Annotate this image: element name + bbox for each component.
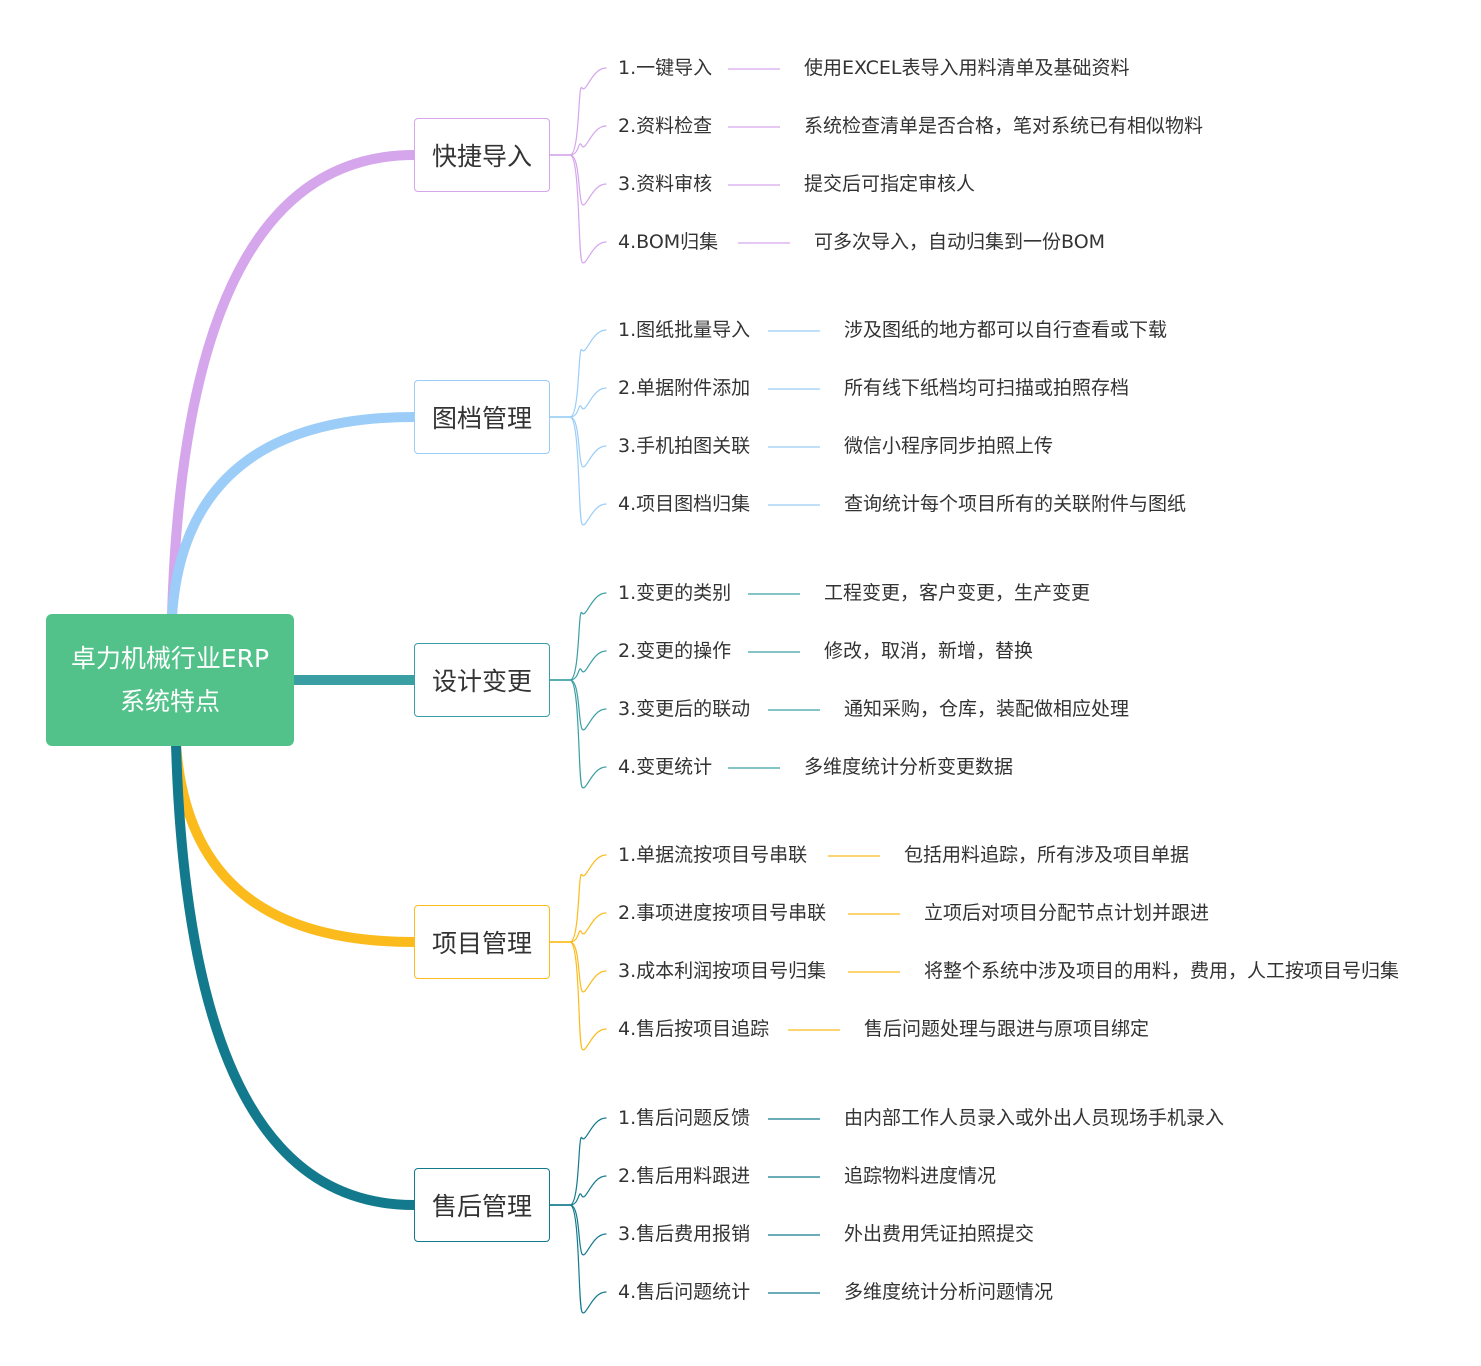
leaf-label: 1.图纸批量导入 <box>618 319 751 341</box>
connector-branch-to-leaf <box>549 912 607 943</box>
connector-branch-to-leaf <box>549 1204 607 1314</box>
leaf-detail: 工程变更，客户变更，生产变更 <box>824 582 1091 604</box>
connector-branch-to-leaf <box>549 329 607 418</box>
leaf-label: 2.售后用料跟进 <box>618 1165 751 1187</box>
leaf-label: 2.单据附件添加 <box>618 377 751 399</box>
connector-branch-to-leaf <box>549 1204 607 1256</box>
leaf-label: 2.变更的操作 <box>618 640 732 662</box>
leaf-label: 1.变更的类别 <box>618 582 732 604</box>
leaf-label: 2.事项进度按项目号串联 <box>618 902 827 924</box>
leaf-detail: 使用EXCEL表导入用料清单及基础资料 <box>804 57 1130 79</box>
connector-root-to-branch <box>167 150 419 621</box>
connector-branch-to-leaf <box>549 941 607 1051</box>
connector-branch-to-leaf <box>549 854 607 943</box>
connector-root-to-branch <box>171 739 419 947</box>
leaf-detail: 提交后可指定审核人 <box>804 173 976 195</box>
leaf-detail: 修改，取消，新增，替换 <box>824 640 1034 662</box>
leaf-label: 1.单据流按项目号串联 <box>618 844 808 866</box>
connector-branch-to-leaf <box>549 679 607 731</box>
leaf-detail: 系统检查清单是否合格，笔对系统已有相似物料 <box>804 115 1204 137</box>
root-node: 卓力机械行业ERP 系统特点 <box>46 614 294 746</box>
root-title-line2: 系统特点 <box>119 687 220 716</box>
connector-branch-to-leaf <box>549 125 607 156</box>
leaf-detail: 追踪物料进度情况 <box>844 1165 997 1187</box>
leaf-label: 3.变更后的联动 <box>618 698 751 720</box>
branch-node: 售后管理 <box>414 1168 550 1242</box>
leaf-detail: 外出费用凭证拍照提交 <box>844 1223 1035 1245</box>
branch-title: 图档管理 <box>431 404 532 433</box>
root-title-line1: 卓力机械行业ERP <box>70 644 270 673</box>
leaf-label: 4.售后按项目追踪 <box>618 1018 770 1040</box>
branch-title: 项目管理 <box>431 929 532 958</box>
connector-branch-to-leaf <box>549 154 607 264</box>
branch-node: 快捷导入 <box>414 118 550 192</box>
connector-branch-to-leaf <box>549 650 607 681</box>
connector-branch-to-leaf <box>549 416 607 468</box>
branch-title: 设计变更 <box>431 667 532 696</box>
leaf-detail: 涉及图纸的地方都可以自行查看或下载 <box>844 319 1168 341</box>
leaf-label: 1.一键导入 <box>618 57 713 79</box>
leaf-detail: 将整个系统中涉及项目的用料，费用，人工按项目号归集 <box>924 960 1400 982</box>
leaf-label: 2.资料检查 <box>618 115 713 137</box>
leaf-label: 4.售后问题统计 <box>618 1281 751 1303</box>
connector-branch-to-leaf <box>549 1175 607 1206</box>
connector-branch-to-leaf <box>549 67 607 156</box>
leaf-detail: 包括用料追踪，所有涉及项目单据 <box>904 844 1190 866</box>
connector-root-to-branch <box>171 739 419 1210</box>
leaf-detail: 多维度统计分析变更数据 <box>804 756 1014 778</box>
connector-branch-to-leaf <box>549 416 607 526</box>
connector-branch-to-leaf <box>549 592 607 681</box>
leaf-detail: 立项后对项目分配节点计划并跟进 <box>924 902 1210 924</box>
branch-node: 项目管理 <box>414 905 550 979</box>
connector-branch-to-leaf <box>549 679 607 789</box>
leaf-label: 3.售后费用报销 <box>618 1223 751 1245</box>
branch-node: 设计变更 <box>414 643 550 717</box>
leaf-detail: 通知采购，仓库，装配做相应处理 <box>844 698 1130 720</box>
connector-branch-to-leaf <box>549 1117 607 1206</box>
connector-branch-to-leaf <box>549 154 607 206</box>
leaf-label: 4.变更统计 <box>618 756 713 778</box>
connector-branch-to-leaf <box>549 941 607 993</box>
branch-title: 快捷导入 <box>431 142 532 171</box>
leaf-detail: 所有线下纸档均可扫描或拍照存档 <box>844 377 1130 399</box>
leaf-detail: 多维度统计分析问题情况 <box>844 1281 1054 1303</box>
branch-title: 售后管理 <box>431 1192 532 1221</box>
leaf-detail: 由内部工作人员录入或外出人员现场手机录入 <box>844 1107 1225 1129</box>
leaf-detail: 可多次导入，自动归集到一份BOM <box>814 231 1106 253</box>
leaf-detail: 微信小程序同步拍照上传 <box>844 435 1054 457</box>
leaf-label: 4.项目图档归集 <box>618 493 751 515</box>
leaf-label: 3.手机拍图关联 <box>618 435 751 457</box>
leaf-label: 4.BOM归集 <box>618 231 719 253</box>
leaf-label: 3.成本利润按项目号归集 <box>618 960 827 982</box>
connector-branch-to-leaf <box>549 387 607 418</box>
leaf-detail: 查询统计每个项目所有的关联附件与图纸 <box>844 493 1187 515</box>
connector-root-to-branch <box>167 412 419 621</box>
leaf-label: 3.资料审核 <box>618 173 713 195</box>
leaf-label: 1.售后问题反馈 <box>618 1107 751 1129</box>
branch-node: 图档管理 <box>414 380 550 454</box>
leaf-detail: 售后问题处理与跟进与原项目绑定 <box>864 1018 1150 1040</box>
